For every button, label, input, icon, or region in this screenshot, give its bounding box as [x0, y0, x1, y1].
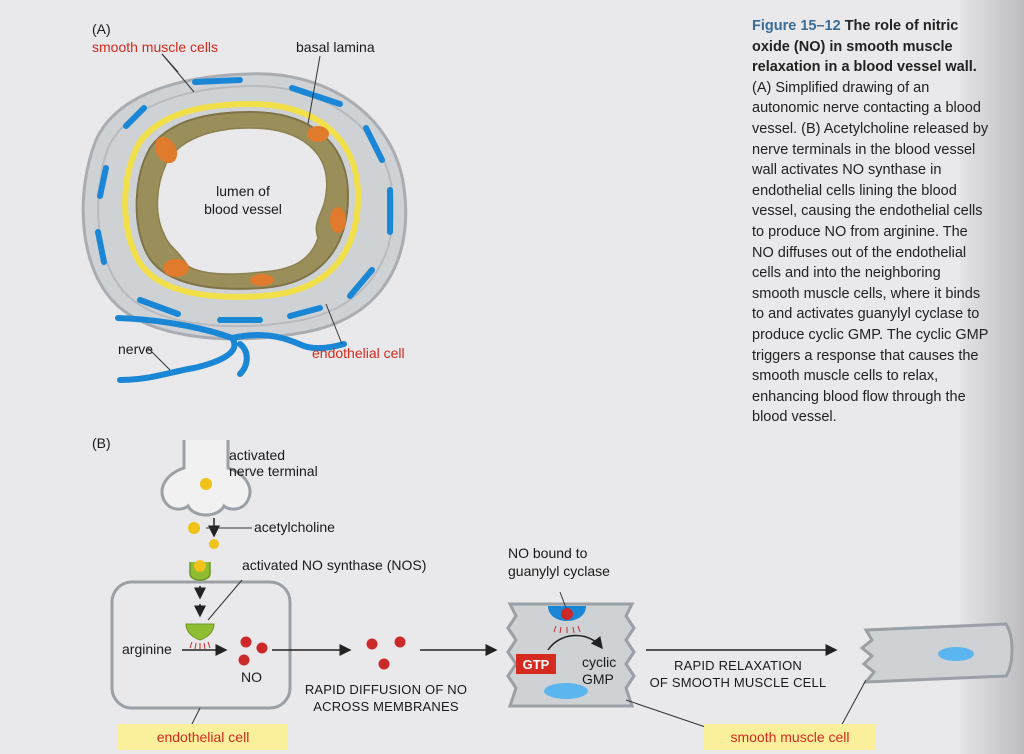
panel-b-letter: (B)	[92, 435, 111, 451]
acetylcholine-label: acetylcholine	[254, 519, 335, 535]
endothelial-cell-label-a: endothelial cell	[312, 345, 405, 361]
conversion-arrow	[547, 634, 603, 651]
figure-caption: Figure 15–12 The role of nitric oxide (N…	[752, 16, 992, 428]
caption-number: Figure 15–12	[752, 18, 841, 34]
caption-body: (A) Simplified drawing of an autonomic n…	[752, 79, 989, 426]
relax-label-line1: RAPID RELAXATION	[674, 658, 802, 673]
diffusion-label-line1: RAPID DIFFUSION OF NO	[305, 682, 467, 697]
nerve	[115, 315, 347, 383]
endothelial-nuclei	[154, 126, 346, 286]
panel-b: (B) activated nerve terminal acetylcholi…	[92, 435, 1014, 750]
no-molecules-in-cell	[238, 636, 268, 666]
bound-no-molecule	[561, 608, 573, 620]
relax-label-line2: OF SMOOTH MUSCLE CELL	[650, 675, 827, 690]
arginine-label: arginine	[122, 641, 172, 657]
diffusing-no-molecules	[366, 636, 406, 670]
bound-acetylcholine	[194, 560, 206, 572]
smooth-muscle-strips	[95, 77, 393, 323]
nerve-label: nerve	[118, 341, 153, 357]
lumen	[156, 127, 328, 275]
nos-activity-marks	[189, 641, 211, 650]
lumen-label-line2: blood vessel	[204, 201, 282, 217]
nos-leader	[207, 579, 243, 621]
panel-a: (A) smooth muscle cells basal lamina lum…	[81, 21, 408, 383]
cyclic-gmp-label-line1: cyclic	[582, 654, 616, 670]
cyclic-gmp-label-line2: GMP	[582, 671, 614, 687]
vesicle-icon	[200, 478, 212, 490]
smooth-muscle-cell-label: smooth muscle cell	[730, 729, 849, 745]
endothelial-cell-box	[118, 724, 288, 750]
terminal-label-line2: nerve terminal	[229, 463, 318, 479]
relaxed-cell-nucleus	[938, 647, 974, 661]
nos-enzyme-icon	[185, 623, 215, 641]
bound-label-line2: guanylyl cyclase	[508, 563, 610, 579]
smooth-muscle-cell-contracted	[506, 602, 636, 708]
nerve-terminal	[160, 440, 252, 517]
diffusion-label-line2: ACROSS MEMBRANES	[313, 699, 459, 714]
gtp-box	[516, 654, 556, 674]
terminal-label-line1: activated	[229, 447, 285, 463]
lumen-label-line1: lumen of	[216, 183, 270, 199]
basal-lamina-label: basal lamina	[296, 39, 375, 55]
gtp-label: GTP	[523, 657, 550, 672]
acetylcholine-molecule	[188, 522, 200, 534]
acetylcholine-molecule	[209, 539, 219, 549]
endothelial-cell-body	[110, 580, 292, 710]
bound-leader	[559, 591, 567, 609]
cyclase-activity-marks	[553, 625, 581, 634]
no-label: NO	[241, 669, 262, 685]
panel-a-leaders	[147, 53, 343, 371]
smooth-muscle-cell-relaxed	[859, 622, 1014, 684]
bound-label-line1: NO bound to	[508, 545, 588, 561]
caption-title: The role of nitric oxide (NO) in smooth …	[752, 18, 977, 76]
nos-label: activated NO synthase (NOS)	[242, 557, 426, 573]
panel-a-letter: (A)	[92, 21, 111, 37]
muscle-nucleus	[544, 683, 588, 699]
basal-lamina-ring	[122, 100, 362, 300]
endothelial-cell-label-b: endothelial cell	[157, 729, 250, 745]
smooth-muscle-cell-box	[704, 724, 876, 750]
smooth-muscle-cells-label: smooth muscle cells	[92, 39, 218, 55]
